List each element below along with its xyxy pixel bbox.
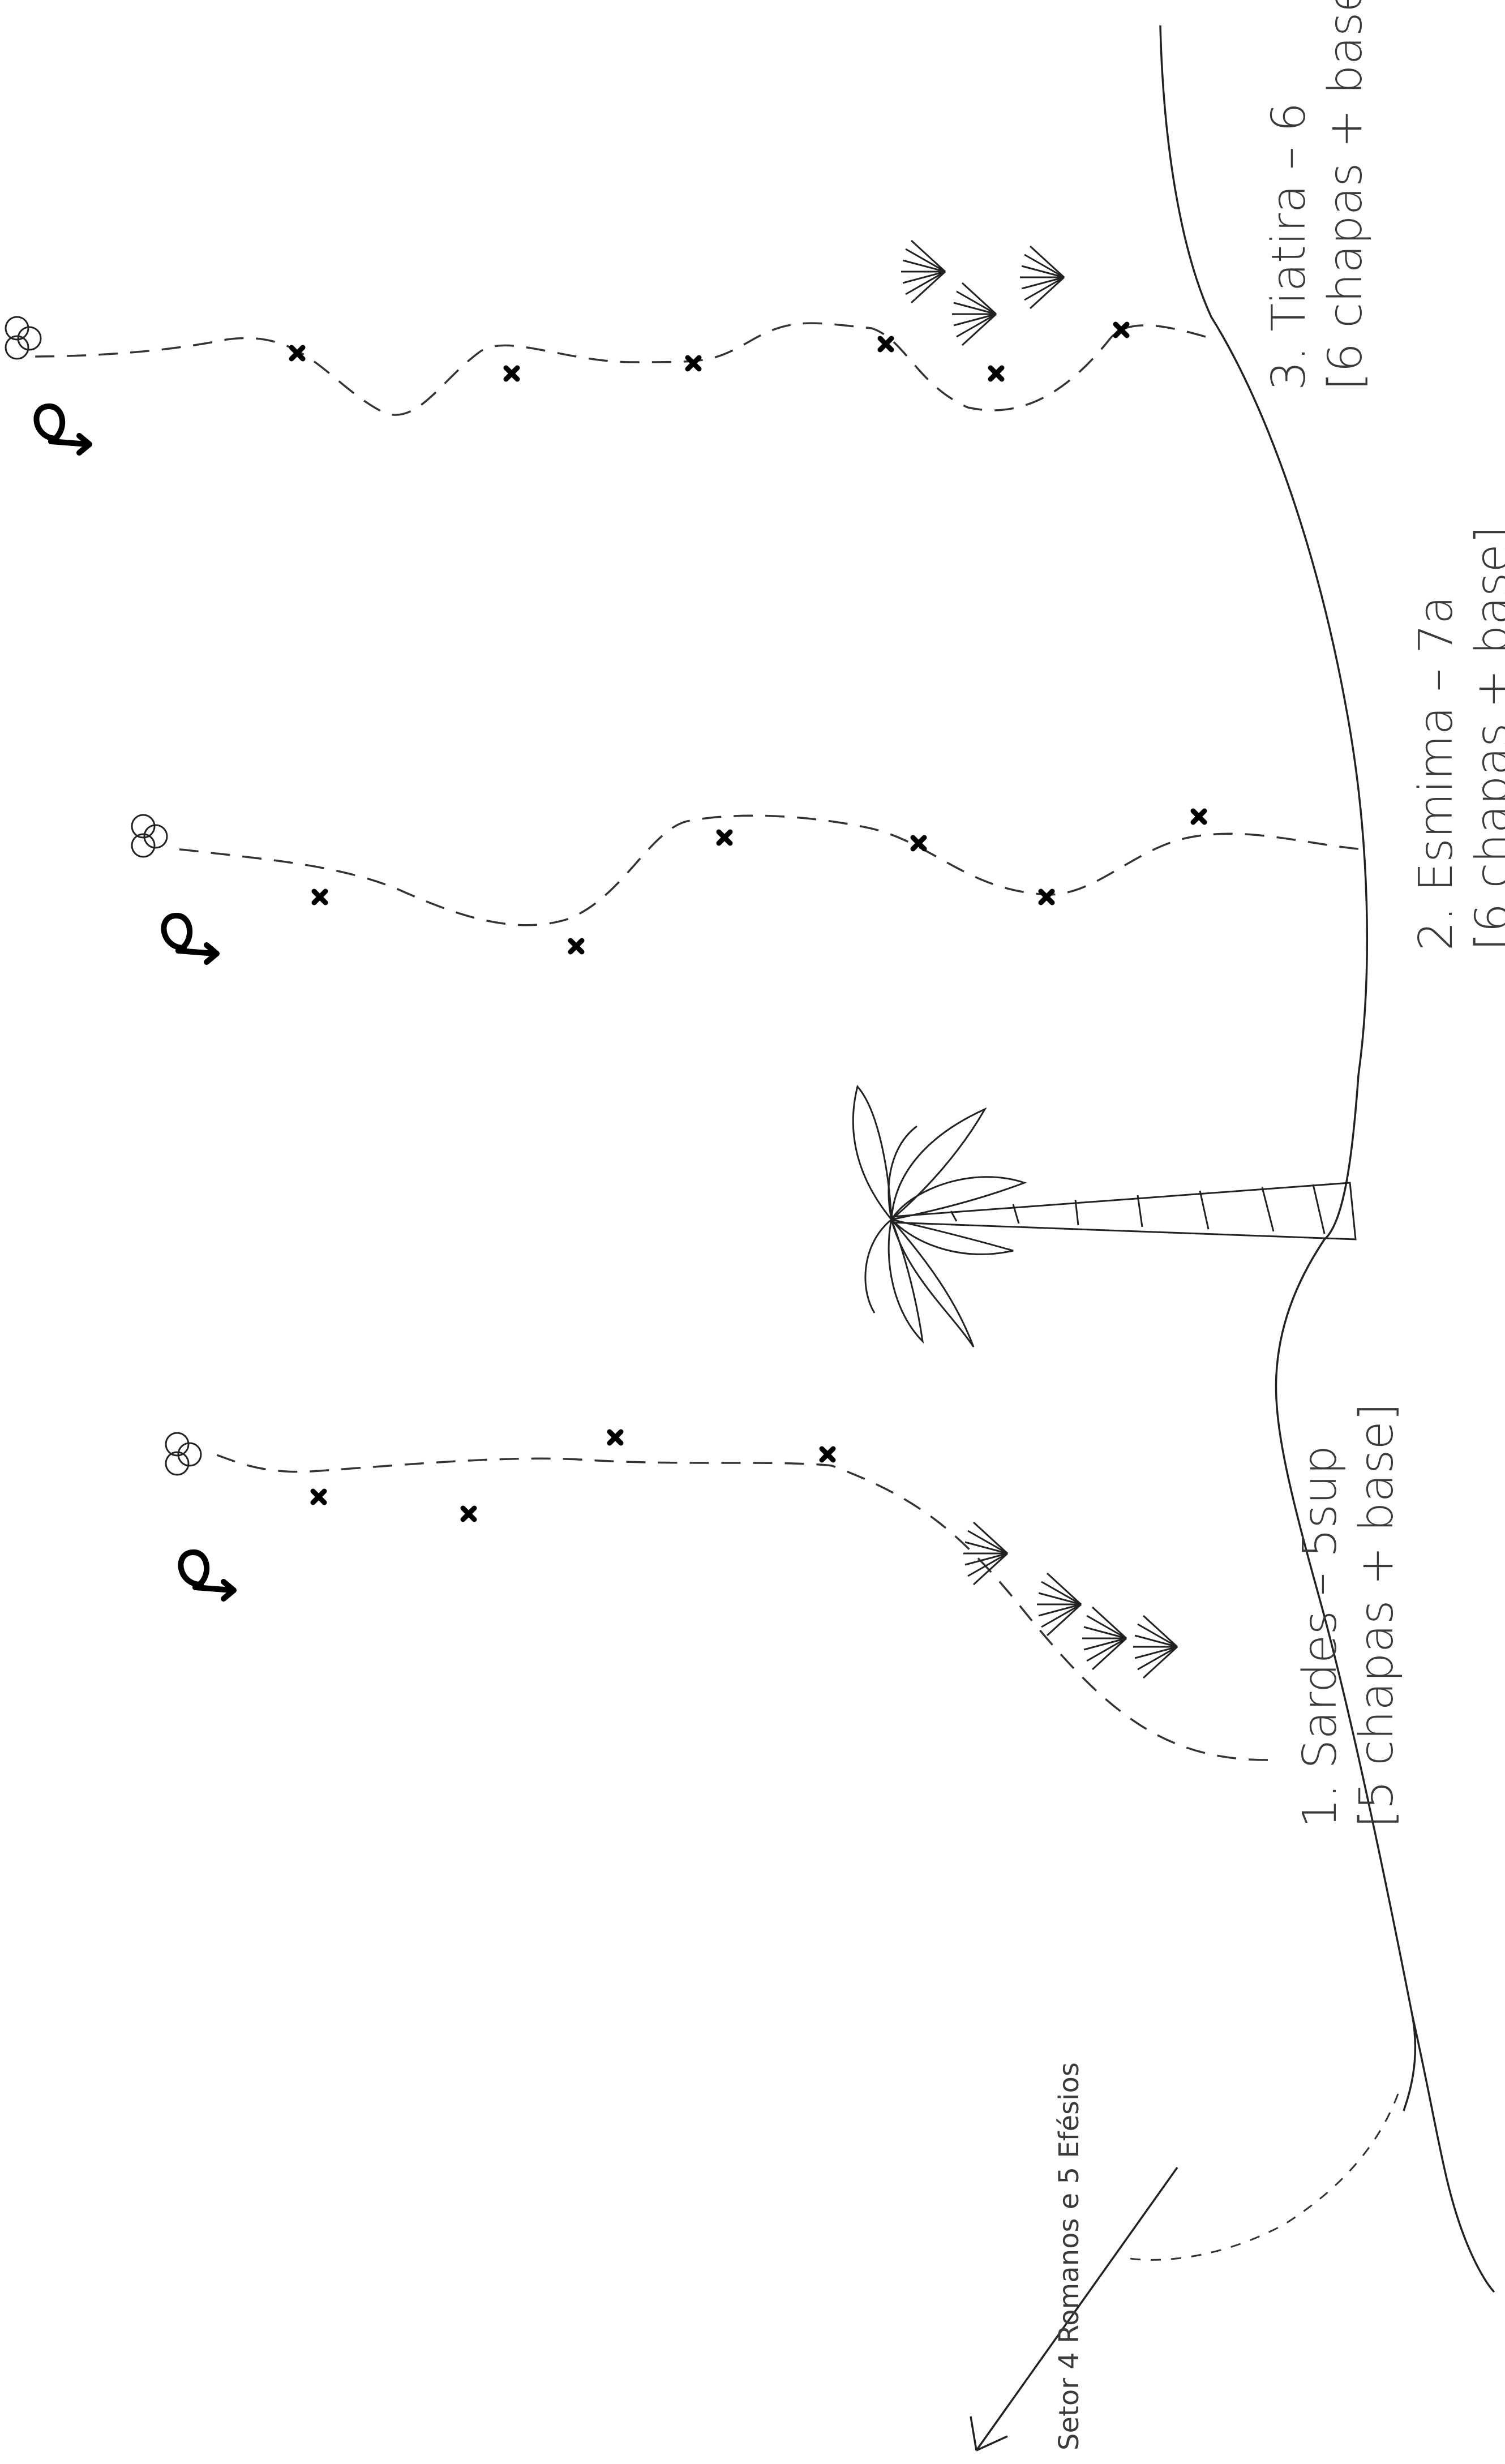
route-1 <box>165 1432 1268 1761</box>
route-3-anchor <box>5 316 42 360</box>
sector-arrow-icon <box>970 2166 1178 2452</box>
sector-traverse-path <box>1126 2093 1399 2261</box>
fern-plant-icon <box>1020 245 1065 310</box>
bolt-x-icon <box>310 1488 327 1505</box>
bolt-x-icon <box>685 355 702 372</box>
bolt-x-icon <box>1038 888 1055 905</box>
bolt-x-icon <box>503 365 520 382</box>
fern-plant-icon <box>1133 1615 1178 1679</box>
route-2-lower-off <box>161 913 220 965</box>
route-1-anchor <box>165 1432 202 1476</box>
bolt-x-icon <box>289 345 306 362</box>
route-1-line <box>215 1453 1268 1761</box>
fern-plant-icon <box>1082 1606 1127 1671</box>
bolt-x-icon <box>877 336 894 353</box>
fern-plant-icon <box>901 239 946 304</box>
route-2-bolts <box>311 808 1207 955</box>
route-3 <box>5 316 1206 456</box>
route-1-bolts <box>310 1429 836 1522</box>
bolt-x-icon <box>607 1429 624 1446</box>
bolt-x-icon <box>988 365 1005 382</box>
route-3-bolts <box>289 321 1130 382</box>
route-3-name-label: 3. Tiatira – 6 <box>1262 102 1316 390</box>
bolt-x-icon <box>819 1446 836 1463</box>
sector-arrow-label: Setor 4 Romanos e 5 Efésios <box>1053 2062 1085 2450</box>
route-1-plants <box>963 1521 1178 1679</box>
bolt-x-icon <box>460 1505 477 1522</box>
route-3-plants <box>901 239 1065 346</box>
fern-plant-icon <box>963 1521 1009 1586</box>
route-3-detail-label: [6 chapas + base] <box>1319 0 1373 390</box>
route-3-line <box>28 322 1206 416</box>
route-2-detail-label: [6 chapas + base] <box>1466 526 1505 951</box>
bolt-x-icon <box>716 829 733 846</box>
wall-bump-line <box>1403 2014 1417 2111</box>
bolt-x-icon <box>1190 808 1207 825</box>
bolt-x-icon <box>311 888 328 905</box>
route-3-lower-off <box>33 403 92 456</box>
fern-plant-icon <box>1037 1572 1082 1637</box>
palm-tree-icon <box>852 1084 1357 1347</box>
bolt-x-icon <box>568 938 585 955</box>
bolt-x-icon <box>1113 321 1130 338</box>
route-1-detail-label: [5 chapas + base] <box>1350 1403 1404 1828</box>
route-2-line <box>169 814 1359 926</box>
route-1-lower-off <box>178 1549 237 1602</box>
bolt-x-icon <box>910 835 927 852</box>
fern-plant-icon <box>952 282 997 346</box>
route-2 <box>131 814 1359 965</box>
route-2-name-label: 2. Esmima – 7a <box>1409 596 1463 951</box>
route-1-name-label: 1. Sardes – 5sup <box>1293 1445 1347 1828</box>
route-2-anchor <box>131 814 168 858</box>
palm-trunk <box>890 1182 1357 1240</box>
